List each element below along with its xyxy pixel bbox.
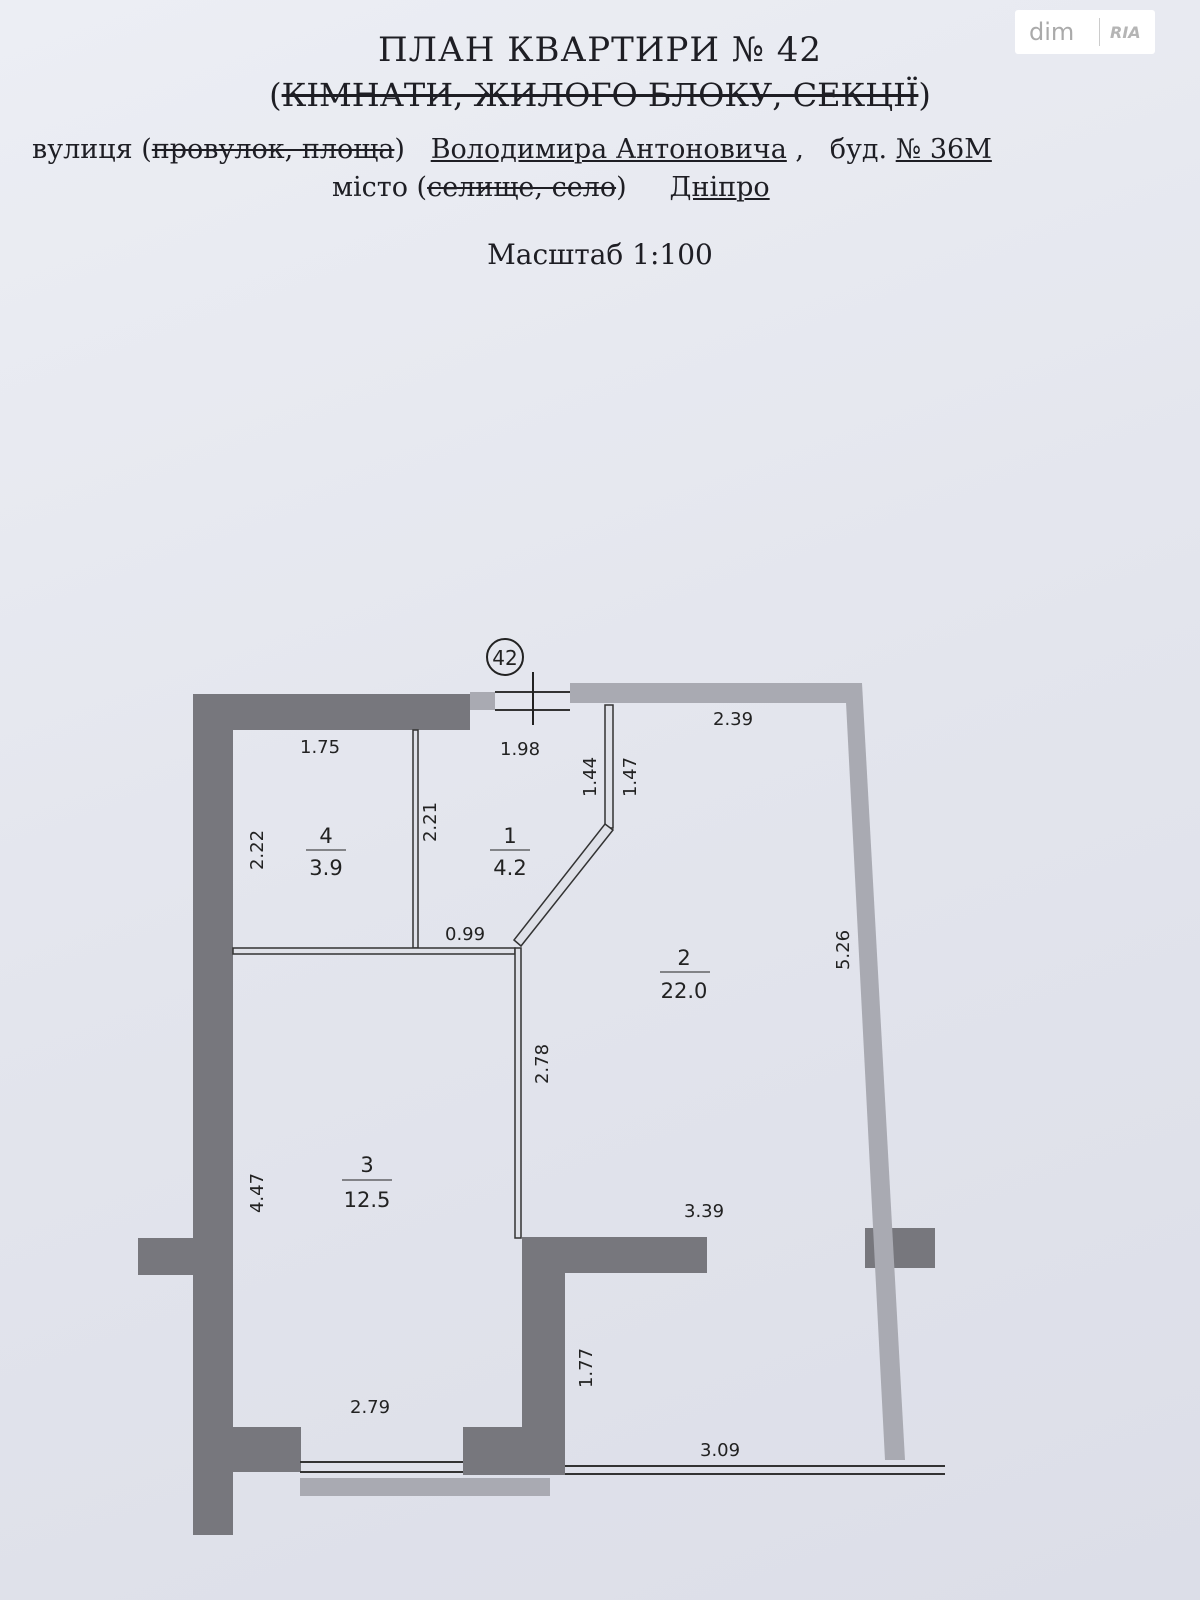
room-4: 4 3.9 <box>306 824 346 880</box>
room-2: 2 22.0 <box>660 946 710 1003</box>
svg-text:1: 1 <box>503 824 516 848</box>
svg-text:1.75: 1.75 <box>300 737 340 758</box>
svg-text:3.09: 3.09 <box>700 1440 740 1461</box>
room-3: 3 12.5 <box>342 1153 392 1212</box>
svg-text:3.9: 3.9 <box>309 856 342 880</box>
window-lines <box>300 691 945 1475</box>
partitions <box>232 704 615 1239</box>
svg-text:2.22: 2.22 <box>247 830 268 870</box>
page-title: ПЛАН КВАРТИРИ № 42 <box>377 30 823 70</box>
city-line: місто (селище, село) Дніпро <box>332 172 770 203</box>
svg-text:2.21: 2.21 <box>420 802 441 842</box>
subtitle: (КІМНАТИ, ЖИЛОГО БЛОКУ, СЕКЦІЇ) <box>269 76 931 114</box>
svg-text:2.78: 2.78 <box>532 1044 553 1084</box>
svg-text:2.79: 2.79 <box>350 1397 390 1418</box>
svg-text:0.99: 0.99 <box>445 924 485 945</box>
building-value: № 36М <box>895 134 992 165</box>
svg-text:42: 42 <box>492 646 517 670</box>
svg-text:2: 2 <box>677 946 690 970</box>
street-value: Володимира Антоновича <box>430 134 787 165</box>
dimension-labels: 1.75 1.98 2.39 0.99 3.39 2.79 3.09 2.22 … <box>247 709 854 1461</box>
light-walls <box>300 683 905 1496</box>
svg-text:22.0: 22.0 <box>661 979 708 1003</box>
city-value: Дніпро <box>669 172 770 203</box>
svg-text:1.47: 1.47 <box>620 757 641 797</box>
svg-text:1.77: 1.77 <box>576 1348 597 1388</box>
svg-text:4.2: 4.2 <box>493 856 526 880</box>
room-1: 1 4.2 <box>490 824 530 880</box>
scale-label: Масштаб 1:100 <box>487 238 713 271</box>
svg-text:3: 3 <box>360 1153 373 1177</box>
street-line: вулиця (провулок, площа) Володимира Анто… <box>32 134 992 165</box>
apartment-marker: 42 <box>486 638 534 725</box>
svg-text:4.47: 4.47 <box>247 1173 268 1213</box>
svg-text:3.39: 3.39 <box>684 1201 724 1222</box>
svg-text:2.39: 2.39 <box>713 709 753 730</box>
svg-text:4: 4 <box>319 824 332 848</box>
svg-text:1.98: 1.98 <box>500 739 540 760</box>
exterior-walls <box>138 694 935 1535</box>
svg-text:1.44: 1.44 <box>580 757 601 797</box>
svg-text:12.5: 12.5 <box>344 1188 391 1212</box>
svg-text:5.26: 5.26 <box>833 930 854 970</box>
